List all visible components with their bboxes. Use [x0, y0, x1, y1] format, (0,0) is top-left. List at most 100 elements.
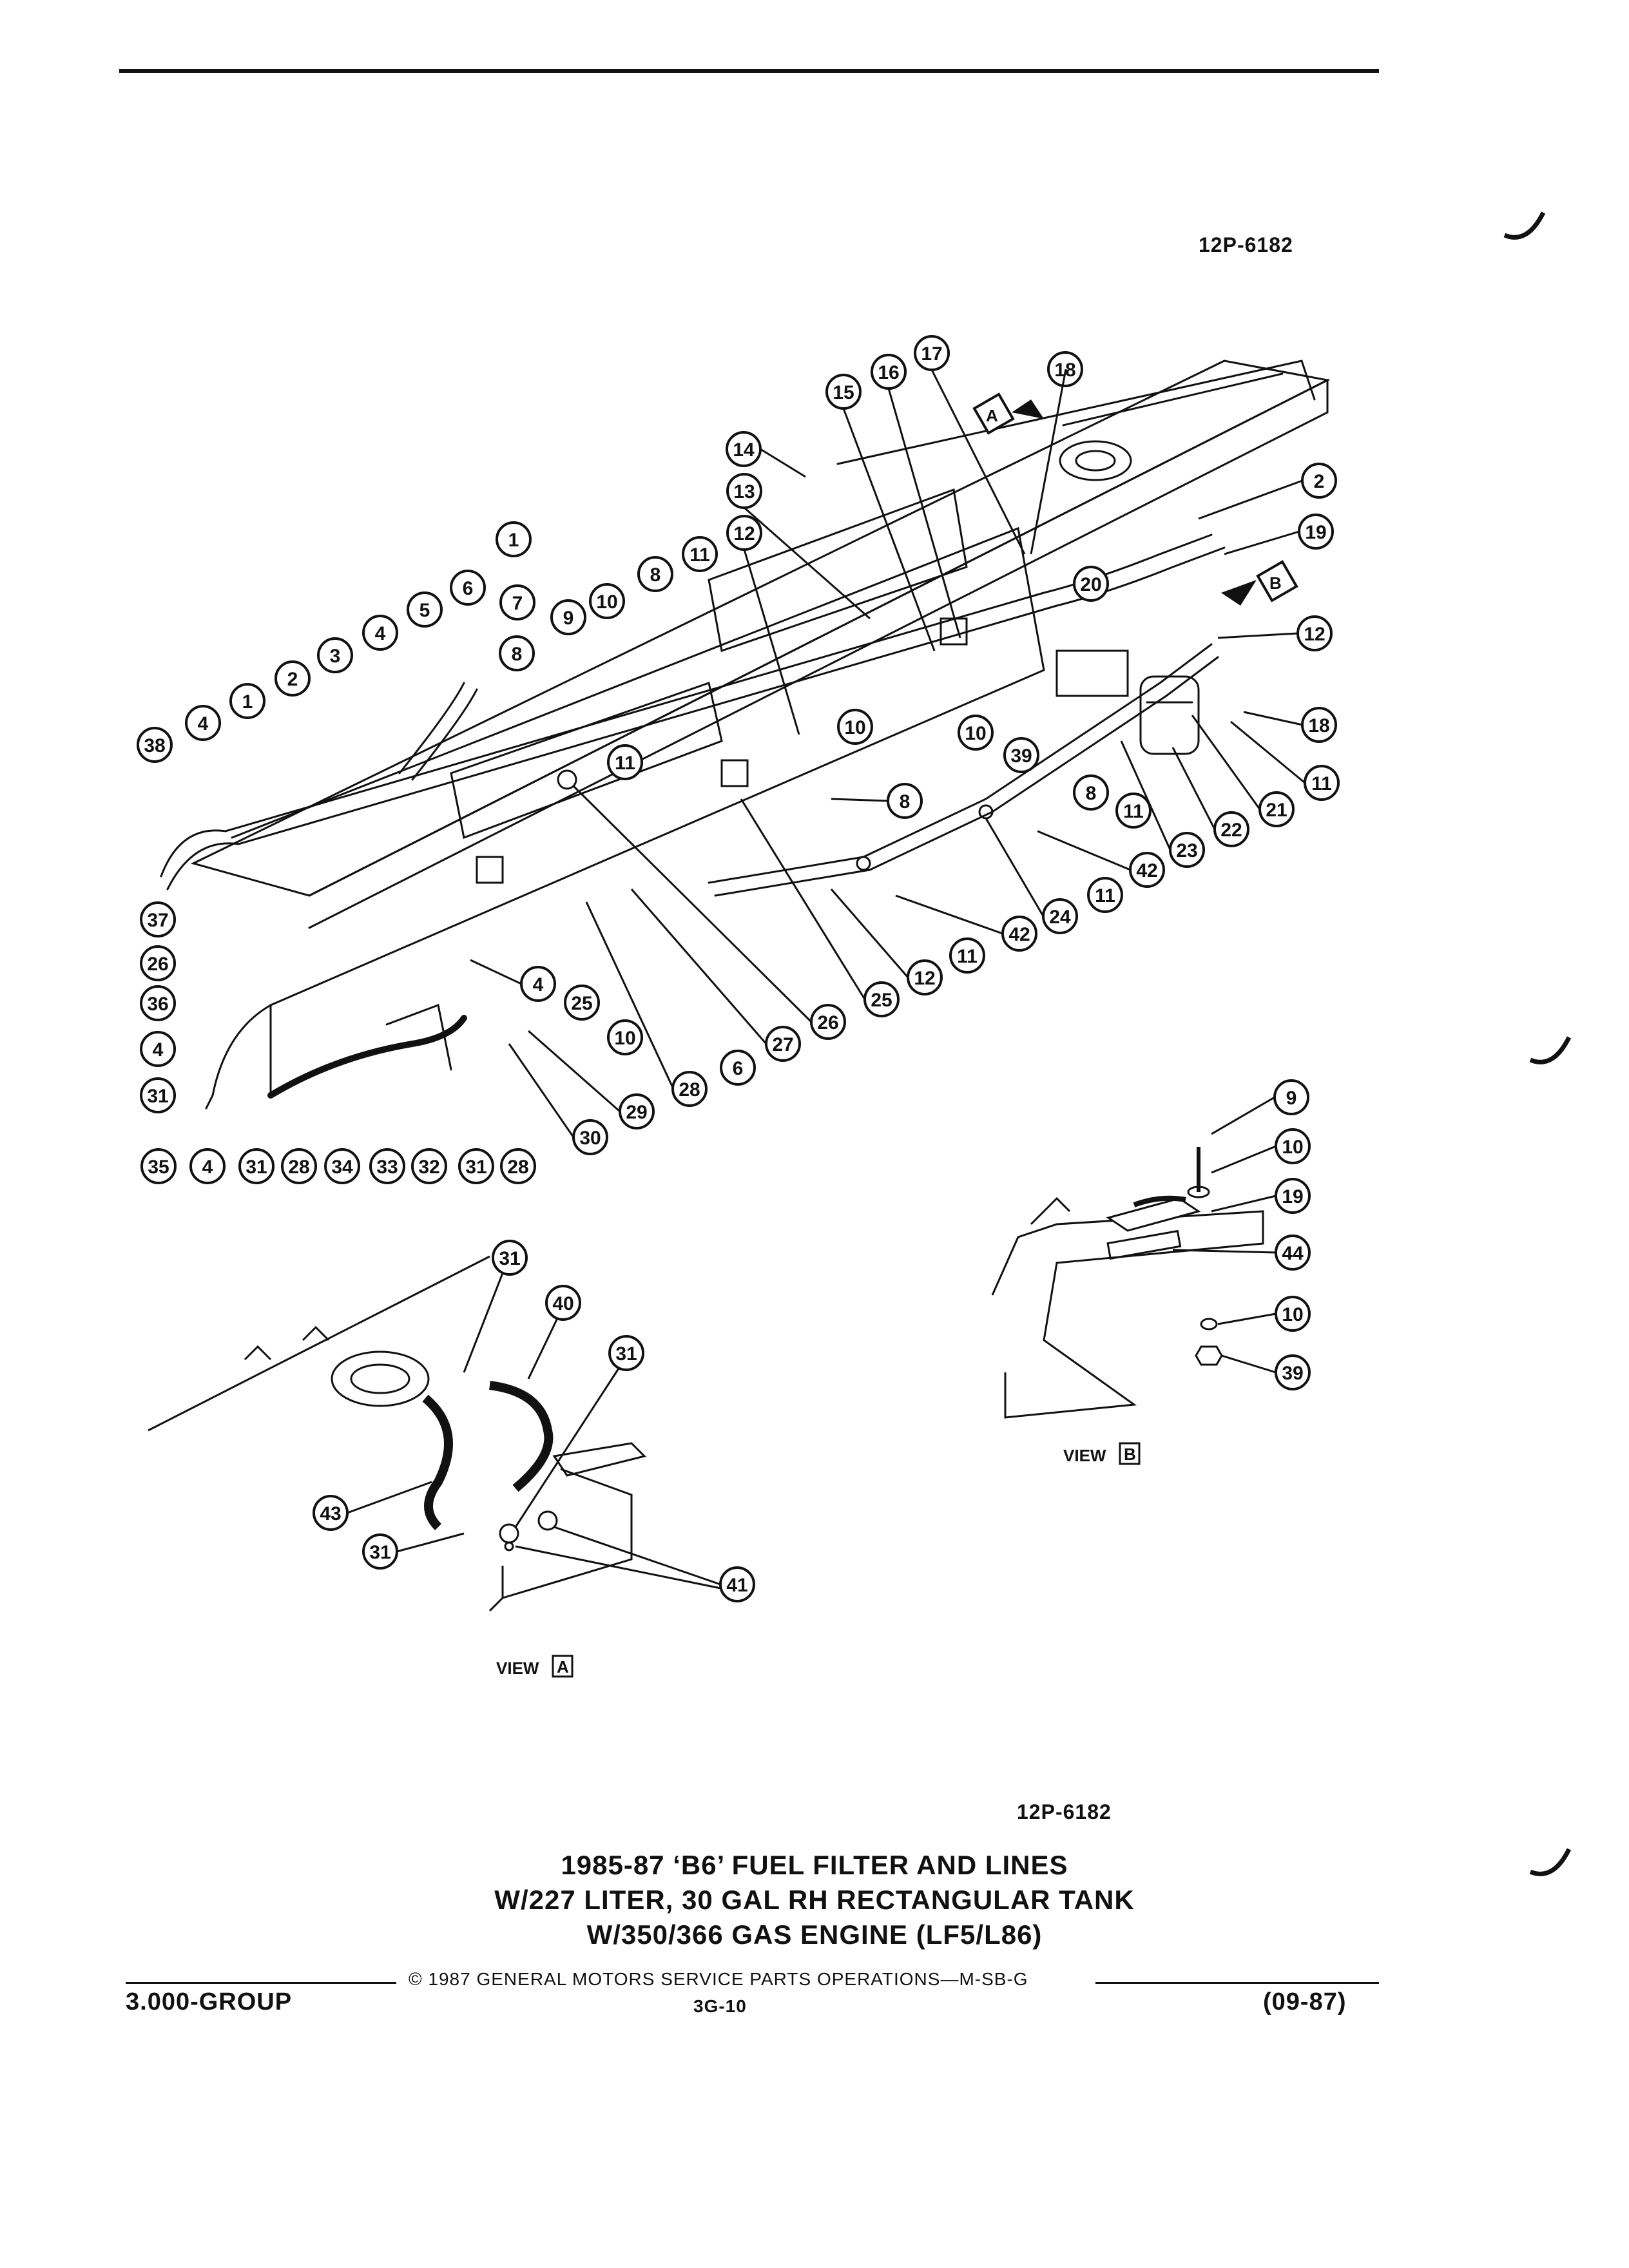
callout-39b: 39 — [1275, 1354, 1311, 1390]
view-a-label-text: VIEW — [496, 1658, 539, 1678]
svg-text:19: 19 — [1282, 1186, 1303, 1207]
svg-text:40: 40 — [552, 1293, 574, 1314]
svg-text:34: 34 — [331, 1157, 353, 1178]
callout-25: 25 — [863, 981, 900, 1017]
callout-27: 27 — [765, 1026, 801, 1062]
callout-41: 41 — [719, 1566, 755, 1602]
svg-text:31: 31 — [246, 1157, 267, 1178]
svg-text:4: 4 — [375, 623, 386, 644]
view-b-label: VIEW B — [1063, 1442, 1141, 1465]
callout-12b: 12 — [907, 959, 943, 995]
drawing-ref-bottom: 12P-6182 — [1017, 1800, 1112, 1823]
callout-7: 7 — [499, 584, 535, 620]
callout-39: 39 — [1003, 737, 1039, 773]
callout-14: 14 — [726, 431, 762, 467]
callout-9b: 9 — [1273, 1079, 1309, 1115]
callout-25b: 25 — [564, 985, 600, 1021]
view-a-label-letter: A — [557, 1657, 569, 1677]
callout-11e: 11 — [607, 744, 643, 780]
view-b-detail — [991, 1147, 1264, 1419]
callout-12: 12 — [1296, 615, 1333, 651]
callout-6b: 6 — [450, 570, 486, 606]
svg-text:6: 6 — [733, 1058, 744, 1079]
svg-text:27: 27 — [772, 1034, 793, 1055]
callout-40: 40 — [545, 1285, 581, 1321]
view-a-label: VIEW A — [496, 1655, 574, 1678]
svg-text:3: 3 — [330, 646, 341, 667]
svg-text:43: 43 — [320, 1503, 341, 1524]
binding-mark-bottom — [1529, 1848, 1572, 1876]
svg-text:11: 11 — [1095, 885, 1115, 907]
footer-group: 3.000-GROUP — [126, 1988, 293, 2015]
svg-text:10: 10 — [596, 591, 617, 613]
svg-text:42: 42 — [1008, 924, 1030, 945]
view-b-indicator-letter: B — [1269, 573, 1282, 593]
svg-text:24: 24 — [1049, 907, 1071, 928]
callout-1b: 1 — [229, 683, 265, 719]
svg-text:23: 23 — [1176, 840, 1197, 861]
callout-9: 9 — [550, 599, 586, 635]
svg-text:10: 10 — [614, 1028, 635, 1049]
callout-1: 1 — [496, 521, 532, 557]
svg-text:4: 4 — [198, 713, 209, 735]
svg-text:30: 30 — [579, 1128, 601, 1149]
view-b-indicator: B — [1221, 560, 1298, 606]
callout-26b: 26 — [140, 945, 176, 981]
callout-42: 42 — [1129, 852, 1165, 888]
callout-8d: 8 — [887, 783, 923, 819]
callout-11f: 11 — [682, 536, 718, 572]
callout-22: 22 — [1213, 811, 1249, 847]
svg-text:11: 11 — [957, 946, 978, 967]
svg-text:9: 9 — [1286, 1088, 1297, 1109]
svg-text:37: 37 — [147, 910, 168, 931]
svg-text:10: 10 — [1282, 1137, 1303, 1158]
leader-lines — [347, 369, 1306, 1590]
svg-text:8: 8 — [900, 791, 911, 812]
footer-date: (09-87) — [1263, 1988, 1347, 2015]
svg-text:35: 35 — [148, 1157, 169, 1178]
callout-26: 26 — [810, 1004, 846, 1040]
svg-text:32: 32 — [418, 1157, 439, 1178]
callout-2b: 2 — [275, 660, 311, 697]
svg-text:11: 11 — [1123, 801, 1144, 822]
svg-text:4: 4 — [153, 1039, 164, 1061]
svg-text:14: 14 — [733, 439, 755, 461]
callout-6: 6 — [720, 1050, 756, 1086]
svg-text:11: 11 — [1311, 773, 1332, 794]
callout-34: 34 — [324, 1148, 360, 1184]
svg-text:6: 6 — [463, 578, 474, 599]
svg-text:7: 7 — [512, 593, 523, 614]
callout-38: 38 — [137, 727, 173, 763]
callout-32: 32 — [411, 1148, 447, 1184]
svg-text:15: 15 — [833, 382, 854, 403]
callout-24: 24 — [1042, 898, 1078, 934]
callout-4d: 4 — [185, 705, 221, 741]
view-b-label-letter: B — [1124, 1445, 1136, 1464]
footer-rule-right — [1095, 1982, 1379, 1984]
callout-16: 16 — [871, 354, 907, 390]
callout-10e: 10 — [1275, 1128, 1311, 1164]
callout-17: 17 — [914, 335, 950, 371]
callout-31: 31 — [458, 1148, 494, 1184]
svg-text:12: 12 — [914, 968, 935, 989]
callout-12c: 12 — [726, 515, 762, 551]
callout-28b: 28 — [500, 1148, 536, 1184]
callout-30: 30 — [572, 1119, 608, 1155]
svg-text:44: 44 — [1282, 1243, 1304, 1264]
view-a-detail — [148, 1255, 646, 1612]
callout-19: 19 — [1298, 514, 1334, 550]
callout-43: 43 — [313, 1495, 349, 1531]
svg-text:10: 10 — [844, 717, 865, 738]
callout-20: 20 — [1073, 566, 1109, 602]
svg-text:11: 11 — [615, 753, 635, 774]
callout-35: 35 — [140, 1148, 177, 1184]
callout-19b: 19 — [1275, 1178, 1311, 1214]
callout-5: 5 — [407, 591, 443, 628]
svg-text:12: 12 — [733, 523, 755, 544]
callout-13: 13 — [726, 473, 762, 509]
svg-text:20: 20 — [1080, 574, 1101, 595]
svg-text:33: 33 — [376, 1157, 398, 1178]
footer-copyright: © 1987 GENERAL MOTORS SERVICE PARTS OPER… — [409, 1969, 1028, 1989]
callout-37: 37 — [140, 901, 176, 937]
